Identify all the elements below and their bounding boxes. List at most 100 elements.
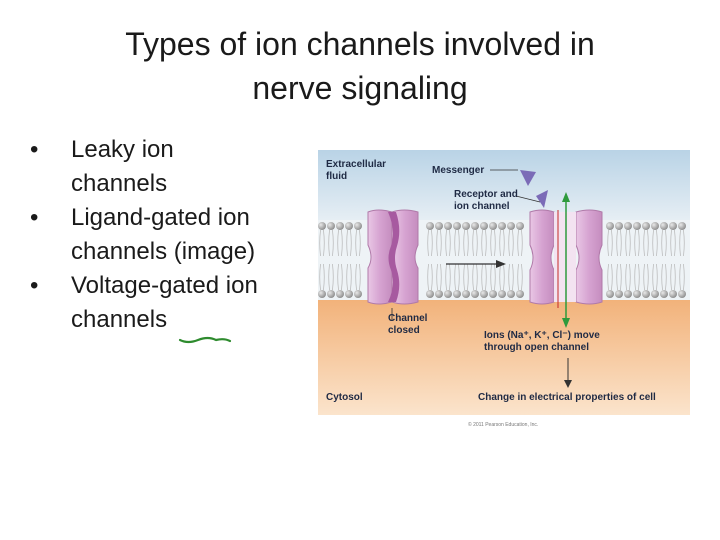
lipid-head [327, 222, 335, 230]
bullet-text-line-2: channels (image) [71, 238, 256, 265]
lipid-head [606, 222, 614, 230]
lipid-tail [643, 263, 649, 291]
lipid-head [498, 290, 506, 298]
bullet-list: • Leaky ion channels • Ligand-gated ion … [30, 133, 315, 337]
lipid-head [624, 290, 632, 298]
title-line-1: Types of ion channels involved in [125, 26, 595, 62]
lipid-tail [454, 229, 460, 257]
lipid-head [489, 222, 497, 230]
lipid-head [498, 222, 506, 230]
bullet-text-line-1: Voltage-gated ion [71, 272, 258, 299]
label-copyright: © 2011 Pearson Education, Inc. [468, 421, 538, 428]
closed-channel [367, 209, 419, 305]
lipid-head [471, 290, 479, 298]
lipid-tail [328, 263, 334, 291]
lipid-head [615, 222, 623, 230]
lipid-tail [454, 263, 460, 291]
lipid-tail [346, 229, 352, 257]
lipid-tail [652, 229, 658, 257]
underline-squiggle [178, 336, 232, 344]
lipid-head [678, 222, 686, 230]
lipid-head [516, 290, 524, 298]
lipid-tail [427, 229, 433, 257]
lipid-head [327, 290, 335, 298]
lipid-tail [517, 263, 523, 291]
lipid-tail [607, 263, 613, 291]
label-channel-closed-1: Channel [388, 313, 428, 324]
lipid-tail [427, 263, 433, 291]
lipid-head [624, 222, 632, 230]
lipid-head [336, 222, 344, 230]
lipid-head [444, 290, 452, 298]
lipid-tail [463, 263, 469, 291]
bullet-icon: • [30, 204, 39, 231]
lipid-head [651, 222, 659, 230]
label-extracellular-1: Extracellular [326, 159, 386, 170]
label-extracellular-2: fluid [326, 171, 347, 182]
lipid-head [642, 290, 650, 298]
lipid-head [669, 290, 677, 298]
lipid-head [606, 290, 614, 298]
lipid-head [651, 290, 659, 298]
lipid-tail [679, 229, 685, 257]
lipid-tail [625, 229, 631, 257]
lipid-tail [328, 229, 334, 257]
lipid-head [633, 290, 641, 298]
lipid-head [435, 290, 443, 298]
lipid-tail [463, 229, 469, 257]
lipid-tail [436, 263, 442, 291]
open-channel [529, 190, 603, 305]
lipid-head [660, 222, 668, 230]
lipid-tail [634, 263, 640, 291]
lipid-head [354, 290, 362, 298]
slide-title: Types of ion channels involved in nerve … [60, 22, 660, 110]
lipid-head [426, 222, 434, 230]
bullet-text-line-2: channels [71, 306, 168, 333]
lipid-tail [490, 229, 496, 257]
lipid-tail [337, 263, 343, 291]
lipid-tail [337, 229, 343, 257]
label-ions-2: through open channel [484, 342, 589, 353]
lipid-tail [616, 229, 622, 257]
lipid-tail [472, 229, 478, 257]
lipid-tail [481, 263, 487, 291]
green-underline-annotation [178, 336, 232, 344]
lipid-tail [625, 263, 631, 291]
lipid-head [615, 290, 623, 298]
bullet-text-line-1: Ligand-gated ion [71, 204, 250, 231]
lipid-tail [517, 229, 523, 257]
ion-channel-figure: Extracellular fluid Messenger Receptor a… [318, 150, 690, 428]
label-change: Change in electrical properties of cell [478, 392, 656, 403]
label-receptor-2: ion channel [454, 201, 510, 212]
lipid-head [660, 290, 668, 298]
bullet-item-voltage-gated: • Voltage-gated ion channels [30, 269, 315, 337]
bullet-text-line-2: channels [71, 170, 168, 197]
title-line-2: nerve signaling [252, 70, 468, 106]
lipid-tail [346, 263, 352, 291]
lipid-tail [643, 229, 649, 257]
label-cytosol: Cytosol [326, 392, 363, 403]
lipid-head [453, 290, 461, 298]
lipid-tail [319, 263, 325, 291]
lipid-tail [499, 229, 505, 257]
lipid-head [345, 222, 353, 230]
lipid-head [489, 290, 497, 298]
lipid-tail [472, 263, 478, 291]
lipid-tail [652, 263, 658, 291]
lipid-tail [607, 229, 613, 257]
lipid-tail [355, 229, 361, 257]
lipid-head [633, 222, 641, 230]
lipid-head [507, 290, 515, 298]
lipid-tail [436, 229, 442, 257]
lipid-head [480, 290, 488, 298]
lipid-head [678, 290, 686, 298]
lipid-tail [670, 229, 676, 257]
bullet-item-ligand-gated: • Ligand-gated ion channels (image) [30, 201, 315, 269]
lipid-head [480, 222, 488, 230]
lipid-tail [445, 229, 451, 257]
bullet-text-line-1: Leaky ion [71, 136, 174, 163]
label-receptor-1: Receptor and [454, 189, 518, 200]
lipid-head [318, 222, 326, 230]
lipid-tail [319, 229, 325, 257]
lipid-head [336, 290, 344, 298]
